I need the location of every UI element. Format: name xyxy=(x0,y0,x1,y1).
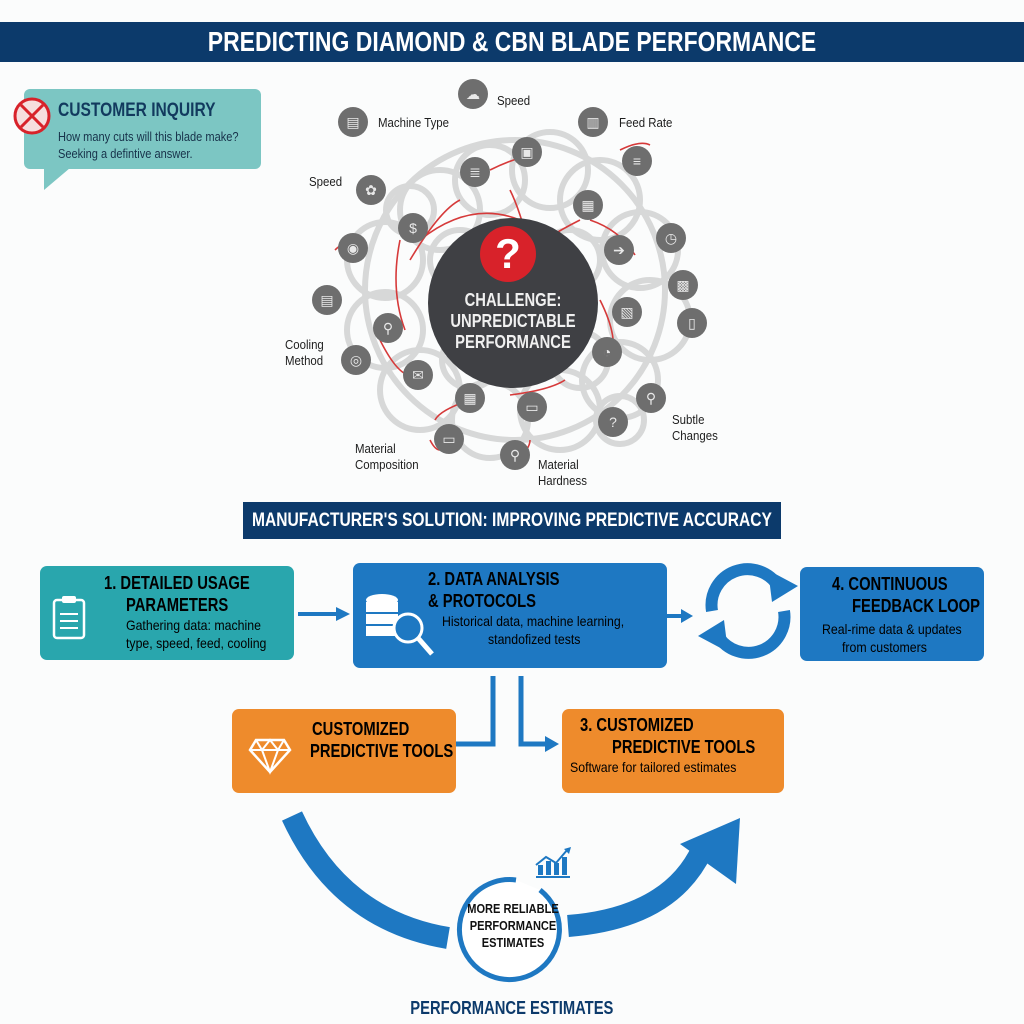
step-title: 4. CONTINUOUS xyxy=(832,574,948,594)
step-title: PREDICTIVE TOOLS xyxy=(612,737,756,757)
factor-label: Material Composition xyxy=(355,441,419,472)
calendar-icon: ▦ xyxy=(573,190,603,220)
inquiry-text: How many cuts will this blade make? Seek… xyxy=(58,128,239,162)
result-line: ESTIMATES xyxy=(481,935,545,950)
factor-label: Material Hardness xyxy=(538,457,587,488)
result-line: PERFORMANCE xyxy=(469,918,557,933)
circuit-board-icon: ▦ xyxy=(455,383,485,413)
file-icon: ▭ xyxy=(517,392,547,422)
factor-label: Feed Rate xyxy=(619,115,673,130)
diamond-icon xyxy=(248,738,292,775)
report-icon: ▯ xyxy=(677,308,707,338)
inquiry-line: How many cuts will this blade make? xyxy=(58,129,239,144)
control-panel-icon: ▧ xyxy=(612,297,642,327)
footer-label: PERFORMANCE ESTIMATES xyxy=(410,998,614,1018)
result-circle xyxy=(457,877,562,983)
step-title: PREDICTIVE TOOLS xyxy=(310,741,454,761)
flow-connector xyxy=(455,676,559,752)
coin-gear-icon: $ xyxy=(398,213,428,243)
clipboard-icon xyxy=(52,596,86,640)
step-title: 1. DETAILED USAGE xyxy=(104,573,250,593)
help-icon: ? xyxy=(598,407,628,437)
customer-inquiry-bubble xyxy=(24,89,261,169)
step-title: 3. CUSTOMIZED xyxy=(580,715,694,735)
predictive-tools-text: CUSTOMIZED PREDICTIVE TOOLS xyxy=(310,718,485,762)
result-line: MORE RELIABLE xyxy=(467,901,559,916)
refresh-cycle-icon[interactable] xyxy=(690,556,806,666)
coolant-icon: ◎ xyxy=(341,345,371,375)
challenge-line: UNPREDICTABLE xyxy=(450,311,576,331)
step-sub: Real-rime data & updates xyxy=(822,621,962,637)
machine-stack-icon: ▤ xyxy=(312,285,342,315)
step-title: & PROTOCOLS xyxy=(428,591,536,611)
step-4-sub: Real-rime data & updates from customers xyxy=(822,620,981,656)
step-3-text: 3. CUSTOMIZED PREDICTIVE TOOLS Software … xyxy=(570,714,787,776)
step-sub: type, speed, feed, cooling xyxy=(126,635,267,651)
factor-label: Speed xyxy=(309,174,343,189)
step-4-text: 4. CONTINUOUS FEEDBACK LOOP xyxy=(832,573,1008,617)
step-2-text: 2. DATA ANALYSIS & PROTOCOLS Historical … xyxy=(428,568,649,648)
machine-icon: ▤ xyxy=(338,107,368,137)
step-title: PARAMETERS xyxy=(126,595,229,615)
magnifier-icon: ⚲ xyxy=(500,440,530,470)
clock-icon: ◷ xyxy=(656,223,686,253)
step-sub: Historical data, machine learning, xyxy=(442,613,625,629)
step-sub: standofized tests xyxy=(488,631,581,647)
arrow-right-icon xyxy=(298,607,350,621)
inquiry-title: CUSTOMER INQUIRY xyxy=(58,100,216,121)
step-sub: from customers xyxy=(842,639,927,655)
growth-chart-icon xyxy=(535,847,571,878)
envelope-icon: ✉ xyxy=(403,360,433,390)
search-person-icon: ⚲ xyxy=(636,383,666,413)
factor-label: Subtle Changes xyxy=(672,412,718,443)
solution-banner-text: MANUFACTURER'S SOLUTION: IMPROVING PREDI… xyxy=(252,509,772,531)
pump-icon: ⚲ xyxy=(373,313,403,343)
cloud-network-icon: ☁ xyxy=(458,79,488,109)
step-4-box xyxy=(800,567,984,661)
step-1-box xyxy=(40,566,294,660)
page-title-bar: PREDICTING DIAMOND & CBN BLADE PERFORMAN… xyxy=(0,22,1024,62)
arrow-right-icon: ➔ xyxy=(604,235,634,265)
step-sub: Software for tailored estimates xyxy=(570,759,737,775)
step-title: FEEDBACK LOOP xyxy=(852,596,980,616)
factory-icon: ▥ xyxy=(578,107,608,137)
result-text: MORE RELIABLE PERFORMANCE ESTIMATES xyxy=(458,900,568,951)
list-settings-icon: ≡ xyxy=(622,146,652,176)
step-3-box xyxy=(562,709,784,793)
footer-label-wrap: PERFORMANCE ESTIMATES xyxy=(0,998,1024,1019)
document-icon: ≣ xyxy=(460,157,490,187)
challenge-line: CHALLENGE: xyxy=(464,290,562,310)
step-title: CUSTOMIZED xyxy=(312,719,410,739)
challenge-text: CHALLENGE: UNPREDICTABLE PERFORMANCE xyxy=(428,290,598,353)
monitor-icon: ▭ xyxy=(434,424,464,454)
improvement-swoosh-arrow xyxy=(282,811,740,949)
step-sub: Gathering data: machine xyxy=(126,617,261,633)
factor-label: Machine Type xyxy=(378,115,450,130)
solution-banner: MANUFACTURER'S SOLUTION: IMPROVING PREDI… xyxy=(243,502,781,539)
question-mark-icon: ? xyxy=(480,226,536,282)
factor-label: Speed xyxy=(497,93,531,108)
chart-panel-icon: ▩ xyxy=(668,270,698,300)
factor-label: Cooling Method xyxy=(285,337,324,368)
step-1-text: 1. DETAILED USAGE PARAMETERS Gathering d… xyxy=(104,572,286,652)
computer-pie-icon: ◔ xyxy=(592,337,622,367)
gear-head-icon: ✿ xyxy=(356,175,386,205)
eye-home-icon: ◉ xyxy=(338,233,368,263)
toolbox-icon: ▣ xyxy=(512,137,542,167)
arrow-right-icon xyxy=(667,609,693,623)
step-title: 2. DATA ANALYSIS xyxy=(428,569,560,589)
challenge-line: PERFORMANCE xyxy=(455,332,571,352)
inquiry-line: Seeking a defintive answer. xyxy=(58,146,193,161)
database-search-icon xyxy=(366,594,434,656)
page-title: PREDICTING DIAMOND & CBN BLADE PERFORMAN… xyxy=(207,26,817,57)
speech-bubble-tail xyxy=(44,168,70,190)
x-circle-icon xyxy=(13,97,51,135)
